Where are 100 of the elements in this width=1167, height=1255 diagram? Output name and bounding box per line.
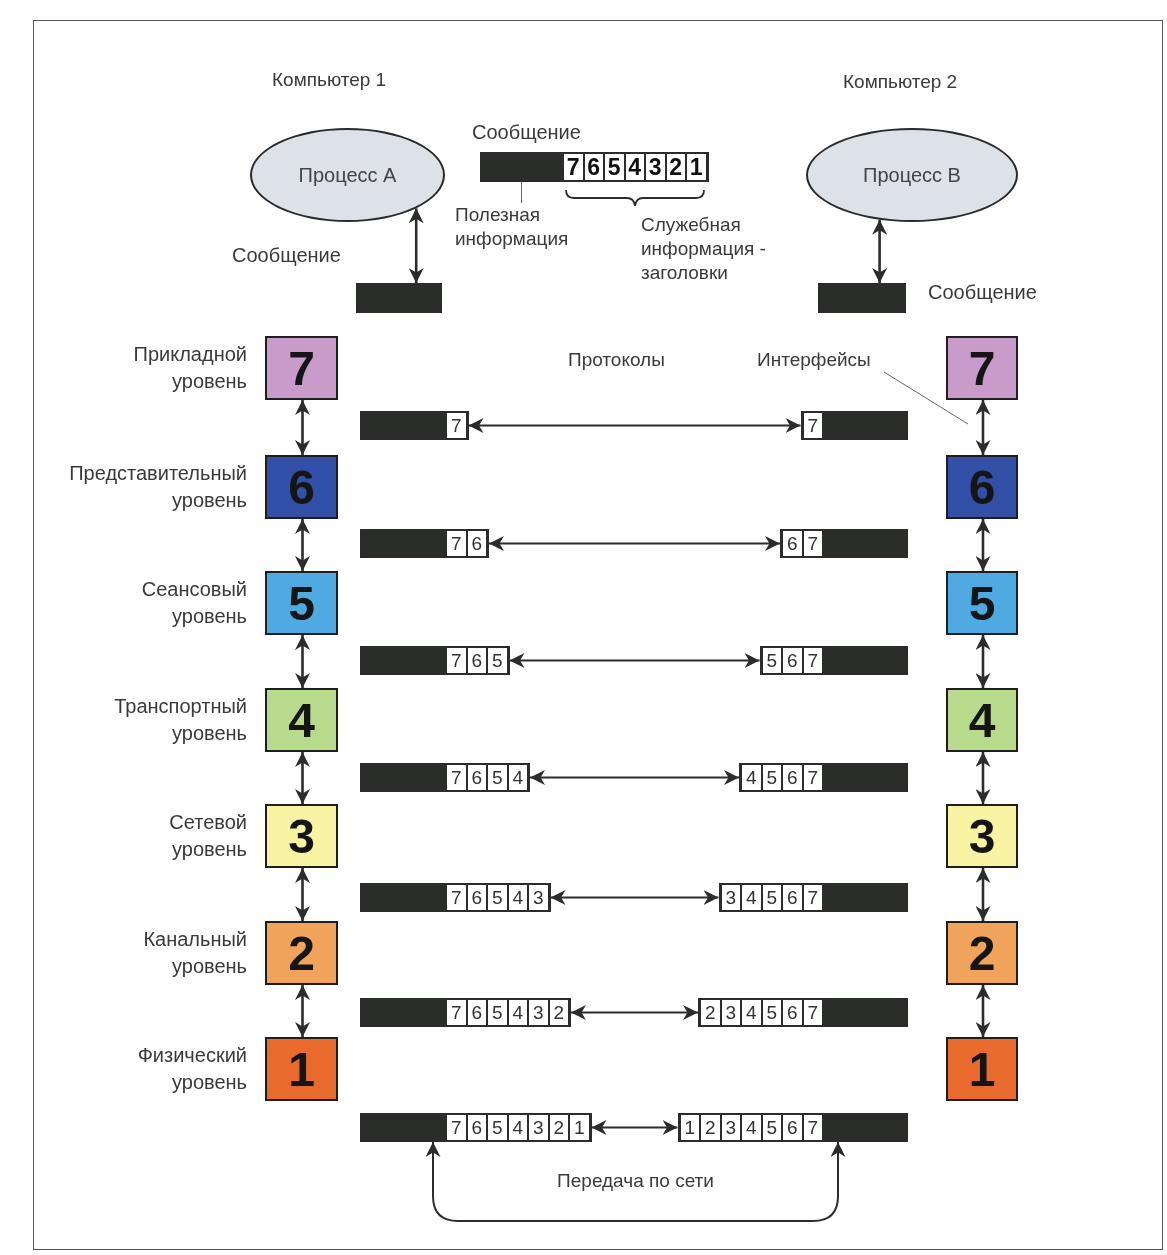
layer-name: Сетевой уровень <box>168 810 247 862</box>
message-bar <box>718 883 908 912</box>
header-cell: 7 <box>802 764 823 791</box>
message-bar <box>360 763 530 792</box>
message-label: Сообщение <box>472 120 582 144</box>
header-cell: 3 <box>645 153 666 181</box>
layer-box: 7 <box>946 336 1018 400</box>
layer-box: 3 <box>265 804 338 868</box>
header-cell: 6 <box>466 647 487 674</box>
layer-name: Сеансовый уровень <box>140 577 247 629</box>
message-bar <box>480 152 709 182</box>
message-bar <box>360 1113 592 1142</box>
message-bar <box>780 529 908 558</box>
header-cell: 6 <box>466 764 487 791</box>
header-cell: 6 <box>782 764 803 791</box>
header-cell: 3 <box>528 1114 549 1141</box>
message-bar <box>698 998 908 1027</box>
arrow <box>975 985 991 1037</box>
header-cell: 7 <box>802 530 823 557</box>
message-bar <box>356 283 442 313</box>
header-cell: 3 <box>720 884 741 911</box>
leader-line <box>883 371 969 425</box>
arrow <box>488 536 781 551</box>
annotation-text: Полезная информация <box>455 203 605 251</box>
header-cell: 4 <box>507 1114 528 1141</box>
header-cell: 7 <box>563 153 584 181</box>
message-bar <box>739 763 908 792</box>
layer-box: 4 <box>946 688 1018 752</box>
header-cell: 4 <box>624 153 645 181</box>
header-cell: 2 <box>700 1114 721 1141</box>
layer-name: Канальный уровень <box>142 927 247 979</box>
leader-line <box>521 181 522 204</box>
layer-box: 6 <box>946 455 1018 519</box>
header-cell: 7 <box>446 412 467 439</box>
header-cell: 5 <box>761 884 782 911</box>
layer-box: 3 <box>946 804 1018 868</box>
process-ellipse: Процесс B <box>806 128 1018 222</box>
header-cell: 7 <box>802 884 823 911</box>
message-bar <box>360 883 551 912</box>
header-cell: 6 <box>782 884 803 911</box>
header-cell: 1 <box>686 153 707 181</box>
header-cell: 7 <box>446 764 467 791</box>
message-bar <box>800 411 908 440</box>
column-heading: Протоколы <box>568 348 666 372</box>
layer-name: Представительный уровень <box>68 461 247 513</box>
layer-name: Физический уровень <box>136 1043 247 1095</box>
header-cell: 6 <box>466 999 487 1026</box>
arrow <box>549 890 720 905</box>
message-bar <box>818 283 906 313</box>
header-cell: 4 <box>741 1114 762 1141</box>
header-cell: 6 <box>583 153 604 181</box>
header-cell: 7 <box>446 999 467 1026</box>
header-cell: 1 <box>569 1114 590 1141</box>
arrow <box>295 985 310 1037</box>
layer-box: 2 <box>946 921 1018 985</box>
layer-box: 6 <box>265 455 338 519</box>
layer-name: Прикладной уровень <box>132 342 247 394</box>
header-cell: 4 <box>507 764 528 791</box>
header-cell: 7 <box>802 412 823 439</box>
header-cell: 7 <box>802 1114 823 1141</box>
header-cell: 3 <box>528 999 549 1026</box>
computer-label: Компьютер 2 <box>843 70 959 94</box>
header-cell: 6 <box>782 647 803 674</box>
header-cell: 6 <box>782 999 803 1026</box>
arrow <box>975 400 991 455</box>
header-cell: 6 <box>782 530 803 557</box>
layer-box: 1 <box>265 1037 338 1101</box>
message-bar <box>677 1113 908 1142</box>
header-cell: 7 <box>446 530 467 557</box>
arrow <box>295 752 310 804</box>
header-cell: 5 <box>487 764 508 791</box>
header-cell: 3 <box>528 884 549 911</box>
header-cell: 2 <box>548 999 569 1026</box>
arrow <box>467 418 802 433</box>
header-cell: 2 <box>665 153 686 181</box>
arrow <box>975 635 991 688</box>
header-cell: 7 <box>446 647 467 674</box>
arrow <box>295 519 310 571</box>
computer-label: Компьютер 1 <box>272 68 388 92</box>
header-cell: 2 <box>548 1114 569 1141</box>
header-cell: 7 <box>802 647 823 674</box>
message-label: Сообщение <box>928 280 1038 304</box>
header-cell: 5 <box>761 1114 782 1141</box>
header-cell: 3 <box>720 1114 741 1141</box>
header-cell: 4 <box>741 999 762 1026</box>
header-cell: 5 <box>487 999 508 1026</box>
header-cell: 7 <box>802 999 823 1026</box>
header-cell: 4 <box>507 884 528 911</box>
message-bar <box>360 646 510 675</box>
arrow <box>408 208 424 283</box>
message-label: Сообщение <box>232 243 342 267</box>
layer-box: 7 <box>265 336 338 400</box>
header-cell: 2 <box>700 999 721 1026</box>
process-ellipse: Процесс A <box>250 128 445 222</box>
header-cell: 7 <box>446 1114 467 1141</box>
layer-box: 2 <box>265 921 338 985</box>
arrow <box>529 770 740 785</box>
arrow <box>975 519 991 571</box>
header-cell: 4 <box>741 764 762 791</box>
layer-box: 5 <box>265 571 338 635</box>
